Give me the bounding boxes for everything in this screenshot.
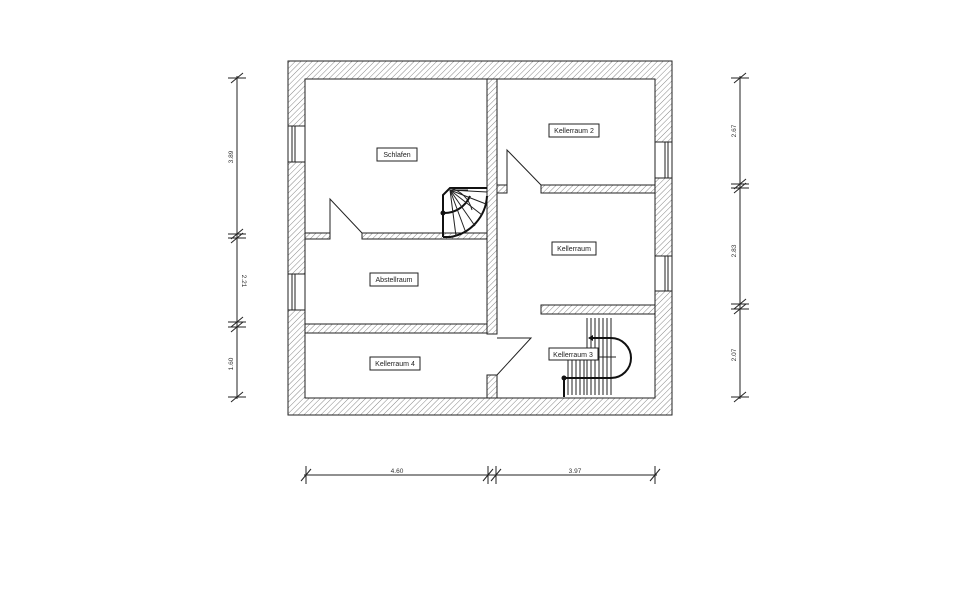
dimension-left: 3.89 2.21 1.60 [228,72,247,403]
wall-keller [540,304,656,315]
dimension-right: 2.67 2.83 2.07 [731,72,749,403]
room-label-schlafen: Schlafen [376,147,418,162]
svg-text:3.89: 3.89 [228,150,235,163]
spiral-stair [440,187,488,238]
window [287,273,306,311]
svg-text:2.83: 2.83 [731,244,738,257]
svg-text:1.60: 1.60 [228,357,235,370]
room-label-kellerraum2: Kellerraum 2 [548,123,600,138]
window [654,141,673,179]
svg-text:Kellerraum 2: Kellerraum 2 [554,128,594,135]
svg-text:2.07: 2.07 [731,348,738,361]
wall-stub [496,184,508,194]
svg-text:2.21: 2.21 [240,275,247,288]
wall-schlafen-a [304,232,331,240]
wall-keller2 [540,184,656,194]
svg-text:4.60: 4.60 [391,468,404,475]
room-label-kellerraum4: Kellerraum 4 [369,356,421,371]
svg-text:2.67: 2.67 [731,124,738,137]
room-label-abstellraum: Abstellraum [369,272,419,287]
svg-text:Schlafen: Schlafen [383,152,410,159]
door-swing [329,197,363,234]
svg-text:Kellerraum 4: Kellerraum 4 [375,361,415,368]
wall-schlafen-b [361,232,488,240]
middle-wall-upper [486,78,498,335]
room-label-kellerraum3: Kellerraum 3 [548,347,599,361]
wall-abstellraum [304,323,488,334]
room-label-kellerraum: Kellerraum [551,241,597,256]
dimension-bottom: 4.60 3.97 [300,466,661,484]
door-swing [496,337,533,376]
window [287,125,306,163]
window [654,255,673,292]
svg-text:Kellerraum: Kellerraum [557,246,591,253]
svg-text:Kellerraum 3: Kellerraum 3 [553,352,593,359]
door-swing [506,148,542,186]
svg-text:3.97: 3.97 [569,468,582,475]
middle-wall-lower [486,374,498,399]
svg-text:Abstellraum: Abstellraum [376,277,413,284]
